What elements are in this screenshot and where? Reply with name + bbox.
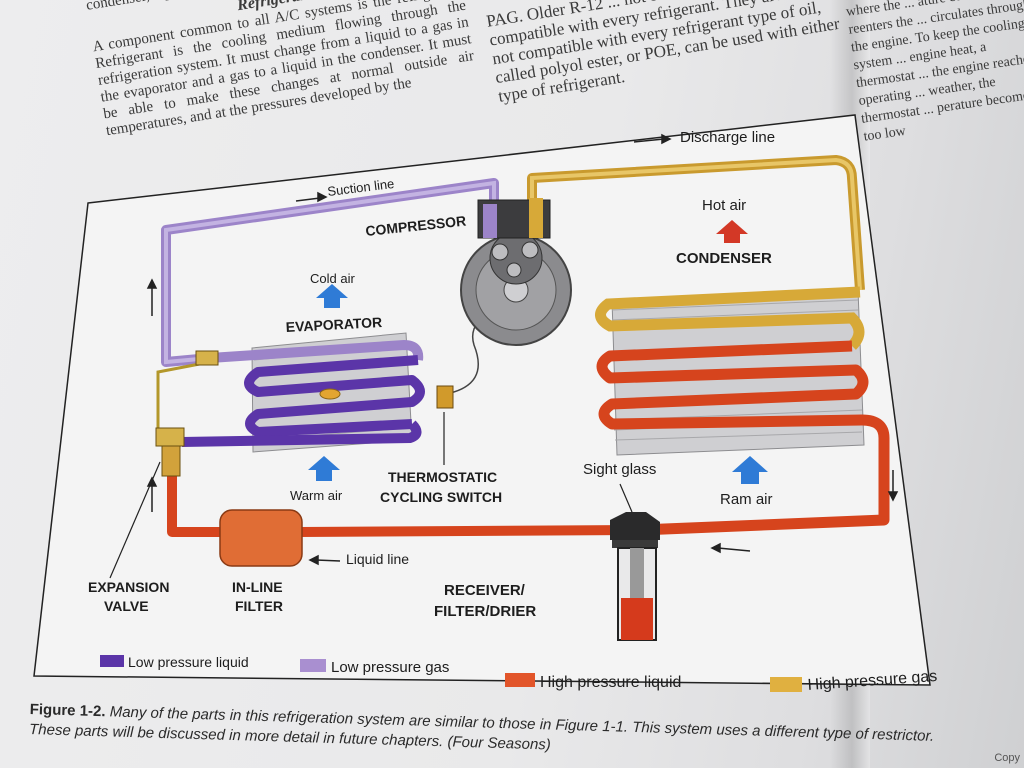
switch-wire — [445, 321, 479, 395]
legend-label-low-gas: Low pressure gas — [331, 659, 449, 676]
legend-label-high-liquid: High pressure liquid — [540, 674, 681, 691]
legend-label-low-liquid: Low pressure liquid — [128, 654, 249, 670]
condenser-label: CONDENSER — [676, 250, 772, 267]
legend-swatch-low-gas — [300, 659, 326, 672]
thermostatic-label-2: CYCLING SWITCH — [380, 489, 502, 505]
evaporator-sensor — [319, 388, 341, 400]
hot-air-label: Hot air — [702, 197, 746, 214]
expansion-valve-label-1: EXPANSION — [88, 579, 169, 595]
evaporator-label: EVAPORATOR — [285, 314, 382, 335]
in-line-filter-label-2: FILTER — [235, 598, 283, 614]
sight-glass-label: Sight glass — [583, 461, 656, 478]
ram-air-arrow — [732, 456, 768, 484]
warm-air-label: Warm air — [290, 488, 343, 503]
thermostatic-switch — [436, 385, 454, 409]
receiver-label-1: RECEIVER/ — [444, 582, 526, 599]
condenser-coil-gas — [595, 286, 865, 350]
condenser-coil-liquid — [596, 340, 890, 536]
in-line-filter — [219, 509, 303, 567]
in-line-filter-label-1: IN-LINE — [232, 579, 283, 595]
liquid-line — [299, 525, 641, 537]
hot-air-arrow — [716, 220, 748, 243]
legend-swatch-high-liquid — [505, 673, 535, 687]
expansion-valve — [155, 350, 219, 477]
expansion-valve-label-2: VALVE — [104, 598, 149, 614]
page-footer: Copy — [994, 752, 1020, 764]
legend-swatch-low-liquid — [100, 655, 124, 667]
liquid-line-label: Liquid line — [346, 551, 409, 567]
figure-number: Figure 1-2. — [29, 700, 106, 721]
cold-air-arrow — [316, 284, 348, 308]
compressor — [460, 198, 572, 346]
evaporator-coil — [244, 355, 425, 437]
filter-to-valve-line — [167, 470, 228, 537]
capillary-tube — [156, 360, 211, 432]
warm-air-arrow — [308, 456, 340, 481]
receiver-label-2: FILTER/DRIER — [434, 603, 536, 620]
thermostatic-label-1: THERMOSTATIC — [388, 469, 497, 485]
receiver-filter-drier — [610, 512, 660, 641]
discharge-line-label: Discharge line — [680, 129, 775, 146]
ram-air-label: Ram air — [720, 491, 773, 508]
cold-air-label: Cold air — [310, 271, 355, 286]
evaporator-outlet — [209, 339, 424, 363]
legend-swatch-high-gas — [770, 677, 802, 692]
